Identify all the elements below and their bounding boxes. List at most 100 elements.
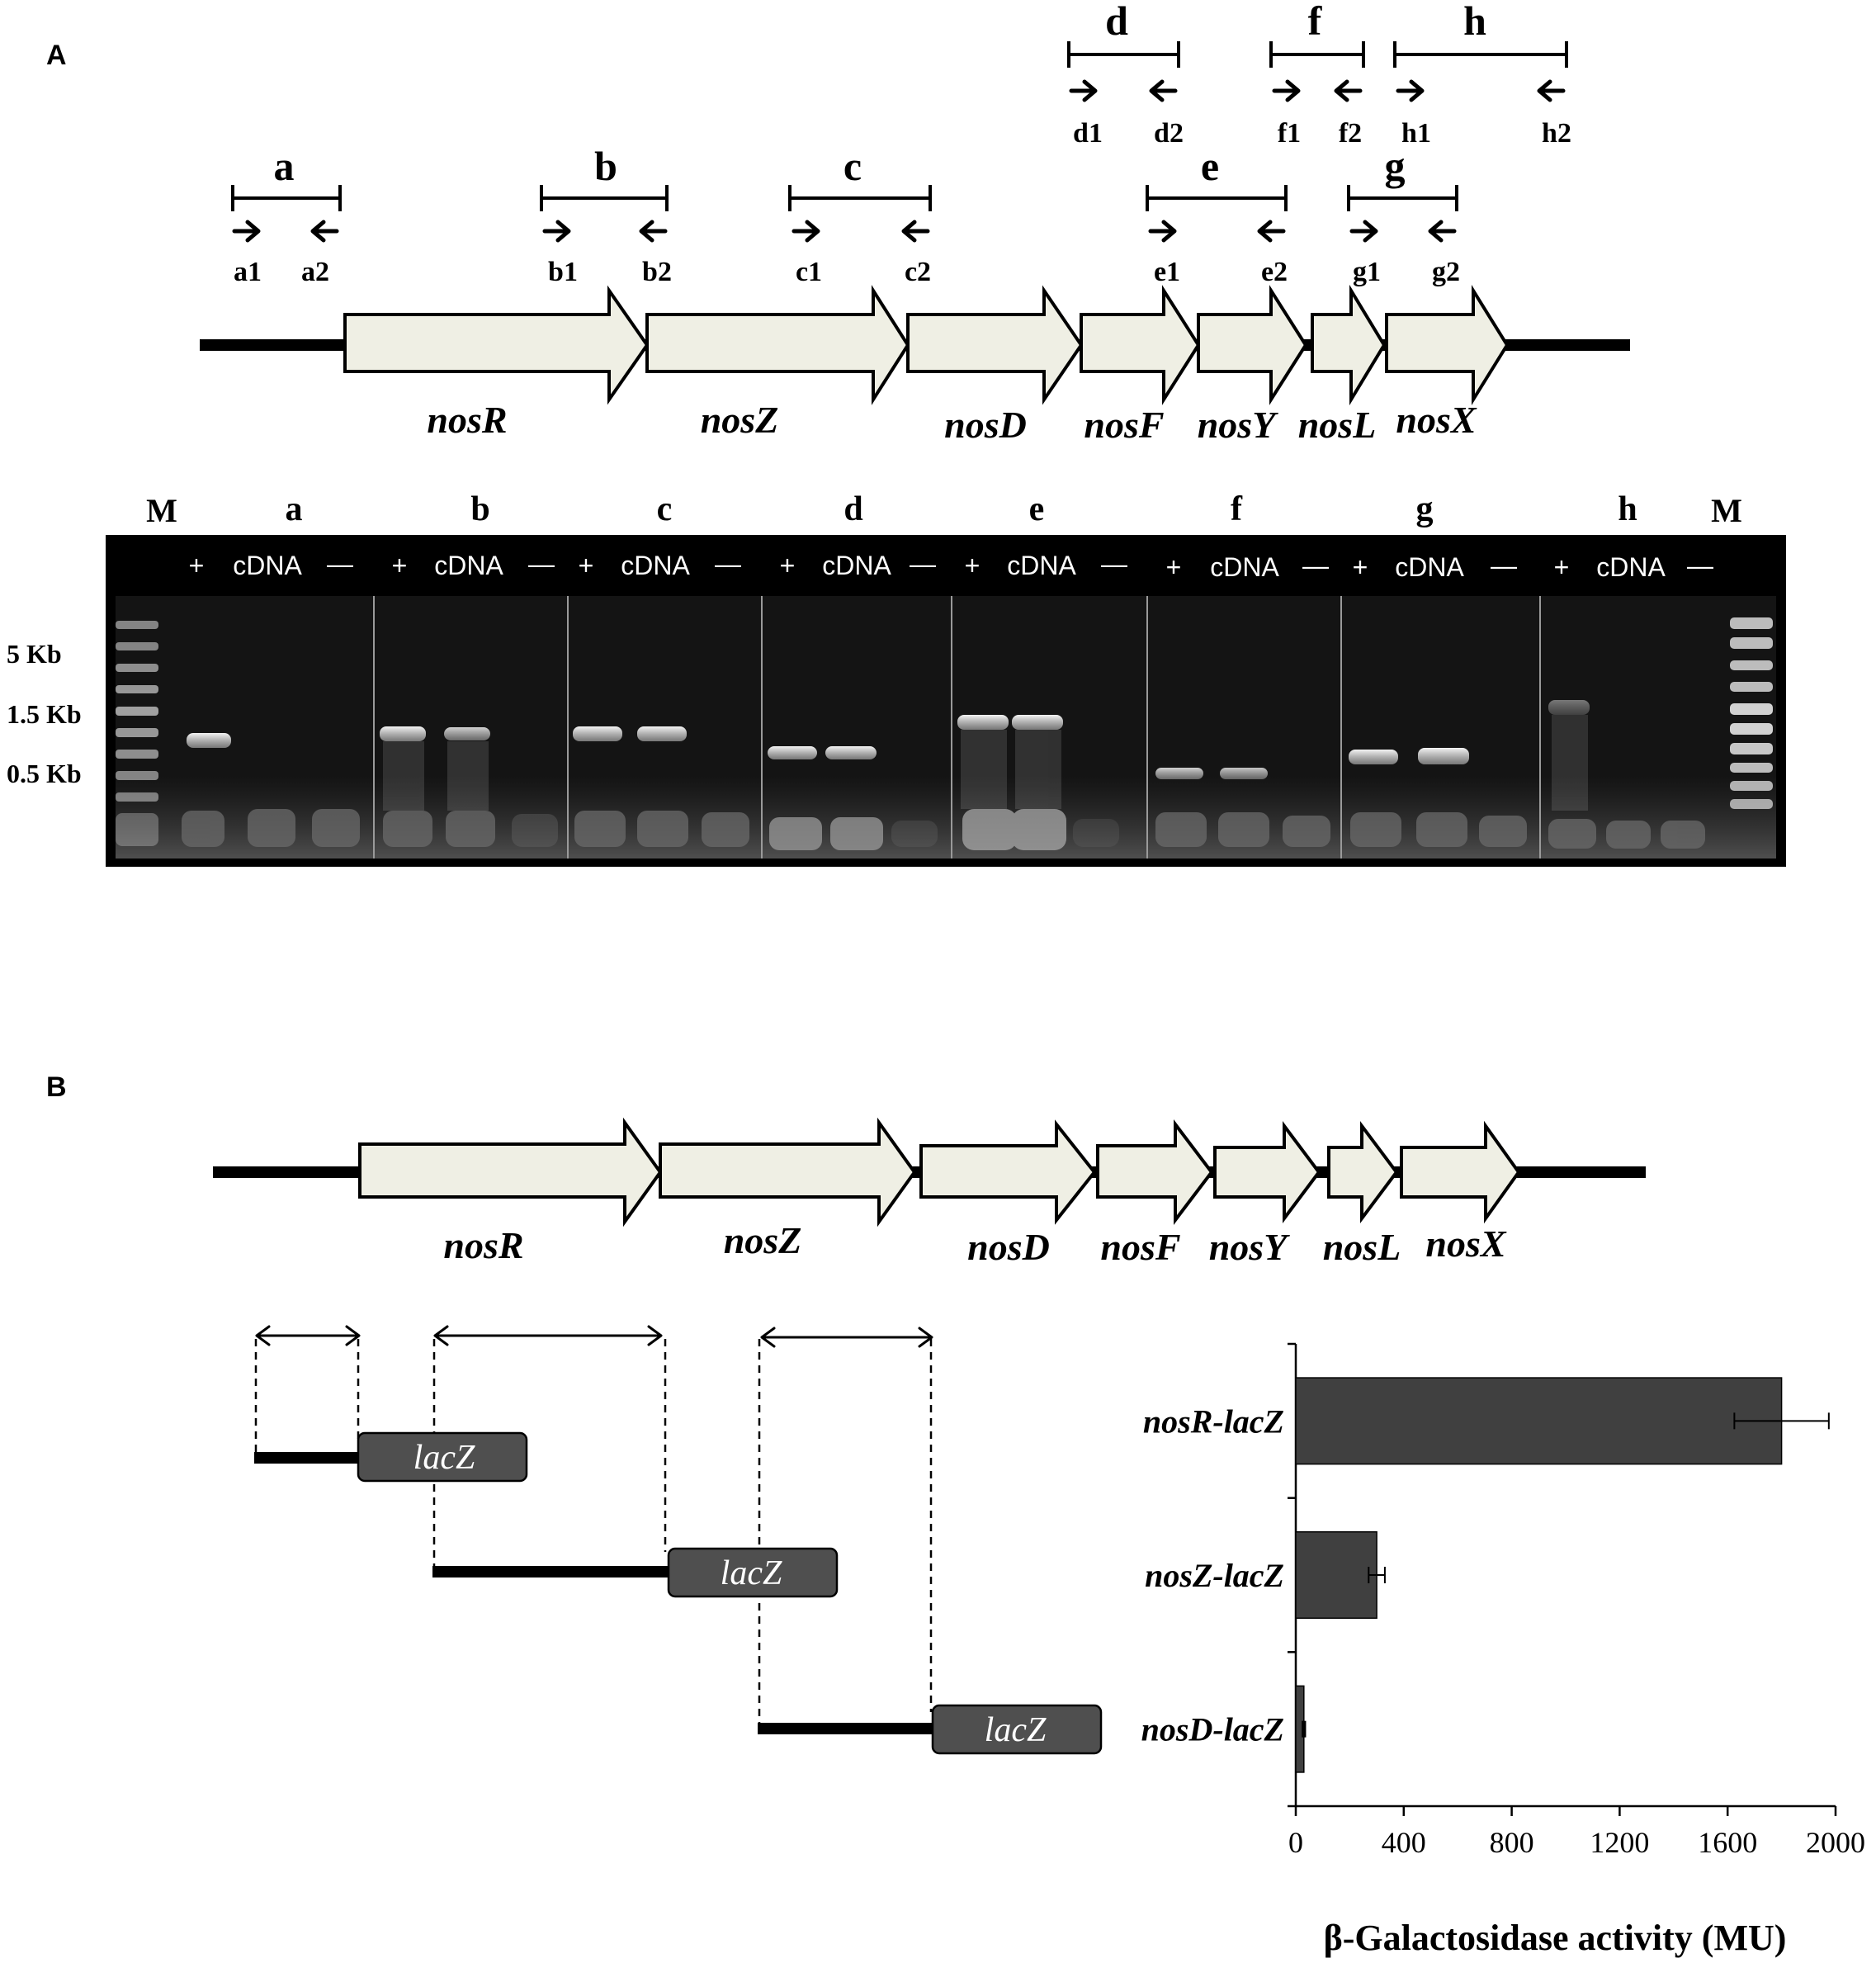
gene-arrow-nosX bbox=[1400, 1120, 1521, 1224]
primer-label: g2 bbox=[1432, 257, 1460, 287]
category-label: nosD-lacZ bbox=[1141, 1711, 1284, 1748]
lane-plus: + bbox=[1353, 552, 1368, 582]
category-label: nosR-lacZ bbox=[1143, 1402, 1284, 1440]
lane-cdna: cDNA bbox=[1395, 552, 1464, 582]
panel-label-a: A bbox=[46, 40, 67, 71]
gene-arrow-nosZ bbox=[645, 285, 910, 405]
region-label: b bbox=[594, 143, 617, 189]
x-axis-label: β-Galactosidase activity (MU) bbox=[1324, 1918, 1787, 1958]
primer-smears bbox=[182, 809, 1705, 850]
primer-label: h2 bbox=[1542, 118, 1571, 149]
ladder-label: 5 Kb bbox=[7, 639, 62, 669]
gel-region-label: a bbox=[286, 490, 303, 528]
lane-plus: + bbox=[1166, 552, 1182, 582]
gene-label: nosR bbox=[427, 399, 507, 441]
gene-label: nosR bbox=[443, 1224, 523, 1266]
region-label: g bbox=[1385, 143, 1406, 189]
bar-nosR-lacZ bbox=[1295, 1377, 1783, 1465]
lane-cdna: cDNA bbox=[233, 551, 302, 580]
lane-minus: — bbox=[1101, 549, 1127, 579]
lane-plus: + bbox=[965, 551, 981, 580]
lane-cdna: cDNA bbox=[1007, 551, 1076, 580]
gene-label: nosL bbox=[1323, 1226, 1401, 1268]
primer-label: b1 bbox=[548, 257, 578, 287]
gel-region-label: c bbox=[657, 490, 673, 528]
primer-label: h1 bbox=[1401, 118, 1431, 149]
x-tick-label: 400 bbox=[1382, 1826, 1426, 1859]
lane-plus: + bbox=[1554, 552, 1570, 582]
gene-label: nosD bbox=[944, 404, 1027, 446]
ladder-right bbox=[1730, 617, 1773, 809]
region-label: f bbox=[1308, 0, 1323, 44]
lane-minus: — bbox=[910, 549, 936, 579]
lane-cdna: cDNA bbox=[621, 551, 690, 580]
lane-minus: — bbox=[715, 549, 741, 579]
primer-label: c2 bbox=[905, 257, 931, 287]
gel-region-label: b bbox=[470, 490, 489, 528]
band-smears bbox=[383, 715, 1588, 811]
ladder-label: 1.5 Kb bbox=[7, 699, 82, 729]
primer-label: d1 bbox=[1073, 118, 1103, 149]
gene-arrow-nosF bbox=[1096, 1119, 1214, 1225]
x-tick-label: 800 bbox=[1490, 1826, 1534, 1859]
lacz-box-2 bbox=[667, 1547, 839, 1598]
marker-label-right: M bbox=[1711, 492, 1742, 529]
x-tick-label: 2000 bbox=[1806, 1826, 1865, 1859]
gene-label: nosY bbox=[1209, 1226, 1290, 1268]
operon-map-b: nosR nosZ nosD nosF nosY nosL nosX bbox=[213, 1117, 1646, 1268]
gene-label: nosY bbox=[1198, 404, 1278, 446]
x-tick-label: 1600 bbox=[1698, 1826, 1757, 1859]
lane-minus: — bbox=[1687, 551, 1713, 580]
region-labels-a: a b c e g d f h bbox=[274, 0, 1487, 189]
ladder-label: 0.5 Kb bbox=[7, 759, 82, 788]
gene-label: nosX bbox=[1396, 399, 1477, 441]
primer-label: g1 bbox=[1353, 257, 1381, 287]
primer-label: e1 bbox=[1154, 257, 1180, 287]
lane-plus: + bbox=[392, 551, 408, 580]
region-label: a bbox=[274, 143, 295, 189]
panel-label-b: B bbox=[46, 1071, 67, 1103]
ladder-left bbox=[116, 621, 158, 846]
chart-bars bbox=[1295, 1377, 1783, 1773]
x-tick-label: 0 bbox=[1288, 1826, 1303, 1859]
gene-arrow-nosY bbox=[1197, 285, 1308, 405]
gene-arrow-nosL bbox=[1311, 284, 1387, 406]
gene-label: nosD bbox=[967, 1226, 1050, 1268]
ladder-labels: 5 Kb 1.5 Kb 0.5 Kb bbox=[7, 639, 82, 788]
gel-region-label: f bbox=[1231, 490, 1243, 528]
lacz-label: lacZ bbox=[985, 1711, 1047, 1749]
gene-arrow-nosR bbox=[343, 285, 650, 405]
lane-minus: — bbox=[1491, 551, 1517, 580]
primer-label: c1 bbox=[796, 257, 822, 287]
lane-plus: + bbox=[780, 551, 796, 580]
region-brackets-a bbox=[231, 41, 1568, 211]
lacz-label: lacZ bbox=[413, 1439, 475, 1477]
primer-labels: a1 a2 b1 b2 c1 c2 e1 e2 g1 g2 d1 d2 f1 f… bbox=[234, 118, 1571, 287]
primer-label: e2 bbox=[1261, 257, 1288, 287]
gene-arrow-nosR bbox=[358, 1117, 663, 1227]
primer-label: f1 bbox=[1278, 118, 1301, 149]
gene-label: nosF bbox=[1084, 404, 1164, 446]
lane-cdna: cDNA bbox=[434, 551, 503, 580]
pcr-bands bbox=[187, 700, 1590, 779]
chart-tick-labels: 0 400 800 1200 1600 2000 bbox=[1288, 1826, 1865, 1859]
gene-arrow-nosZ bbox=[659, 1117, 917, 1227]
region-label: c bbox=[843, 143, 862, 189]
gene-arrow-nosL bbox=[1327, 1121, 1399, 1223]
primer-label: a2 bbox=[301, 257, 329, 287]
lane-minus: — bbox=[1302, 551, 1329, 580]
x-tick-label: 1200 bbox=[1590, 1826, 1649, 1859]
lane-minus: — bbox=[528, 549, 555, 579]
gene-label: nosZ bbox=[724, 1219, 802, 1261]
lane-labels: + cDNA — + cDNA — + cDNA — + cDNA — + cD… bbox=[189, 549, 1713, 582]
primer-label: f2 bbox=[1339, 118, 1362, 149]
lane-plus: + bbox=[579, 551, 594, 580]
primer-label: b2 bbox=[642, 257, 672, 287]
primer-label: d2 bbox=[1154, 118, 1184, 149]
lane-cdna: cDNA bbox=[1210, 552, 1279, 582]
gel-region-label: d bbox=[843, 490, 862, 528]
gel-image: + cDNA — + cDNA — + cDNA — + cDNA — + cD… bbox=[106, 535, 1786, 867]
bar-nosZ-lacZ bbox=[1295, 1530, 1377, 1620]
lacz-label: lacZ bbox=[721, 1554, 782, 1592]
region-label: d bbox=[1105, 0, 1128, 44]
